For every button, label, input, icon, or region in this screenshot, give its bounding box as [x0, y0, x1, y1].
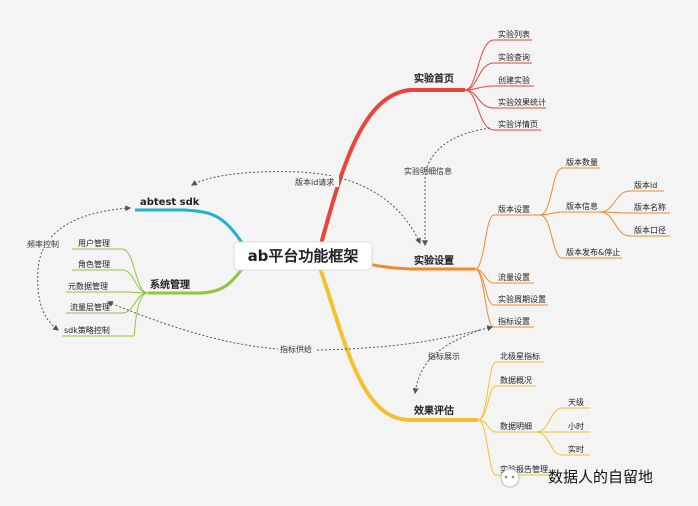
relation-label-metric-supply: 指标供给 [280, 344, 312, 354]
system-item: 流量层管理 [70, 302, 110, 312]
version-info: 版本信息 [566, 201, 598, 211]
eval-connectors [477, 361, 590, 476]
eval-north: 北极星指标 [500, 351, 540, 361]
version-info-item: 版本id [634, 180, 657, 190]
relation-label-detail-info: 实验明细信息 [404, 166, 452, 176]
settings-item: 指标设置 [498, 316, 530, 326]
branch-system: 系统管理 [150, 278, 190, 291]
relation-metric-display [412, 329, 481, 395]
home-item: 实验列表 [498, 29, 530, 39]
system-item: 元数据管理 [68, 281, 108, 291]
eval-report: 实验报告管理 [500, 464, 548, 474]
relation-label-freq: 频率控制 [27, 239, 59, 249]
settings-version: 版本设置 [498, 204, 530, 214]
eval-overview: 数据概况 [500, 375, 532, 385]
settings-item: 流量设置 [498, 272, 530, 282]
eval-detail-item: 天级 [568, 397, 584, 407]
root-label: ab平台功能框架 [248, 247, 359, 265]
relation-arrows [37, 127, 494, 395]
branch-settings: 实验设置 [414, 254, 454, 267]
relation-freq-control [37, 205, 132, 331]
settings-item: 实验周期设置 [498, 294, 546, 304]
version-count: 版本数量 [566, 157, 598, 167]
eval-detail-item: 小时 [568, 421, 584, 431]
version-info-item: 版本口径 [634, 225, 666, 235]
system-item: 角色管理 [78, 259, 110, 269]
watermark: 数据人的自留地 [500, 468, 653, 488]
relation-label-bg [278, 343, 316, 354]
relation-label-bg [24, 238, 64, 249]
branch-line-sdk [135, 208, 252, 256]
home-connectors [464, 39, 546, 131]
relation-label-metric-display: 指标展示 [428, 351, 460, 361]
eval-detail-item: 实时 [568, 444, 584, 454]
branch-eval: 效果评估 [414, 404, 454, 417]
root-node [233, 241, 373, 271]
branch-line-eval [316, 261, 478, 422]
version-info-item: 版本名称 [634, 202, 666, 212]
watermark-text: 数据人的自留地 [548, 468, 653, 486]
relation-label-version-id: 版本id请求 [295, 177, 334, 187]
home-item: 创建实验 [498, 75, 530, 85]
system-item: 用户管理 [78, 238, 110, 248]
branch-sdk: abtest sdk [140, 197, 200, 208]
wechat-icon [500, 468, 520, 488]
branch-home: 实验首页 [414, 72, 454, 85]
version-release: 版本发布&停止 [566, 247, 620, 257]
home-item: 实验详情页 [498, 119, 538, 129]
system-item: sdk策略控制 [64, 325, 110, 335]
home-item: 实验查询 [498, 52, 530, 62]
relation-label-bg [293, 176, 339, 187]
eval-detail: 数据明细 [500, 421, 532, 431]
relation-metric-supply [106, 301, 494, 351]
relation-detail-info [422, 127, 491, 247]
home-item: 实验效果统计 [498, 97, 546, 107]
